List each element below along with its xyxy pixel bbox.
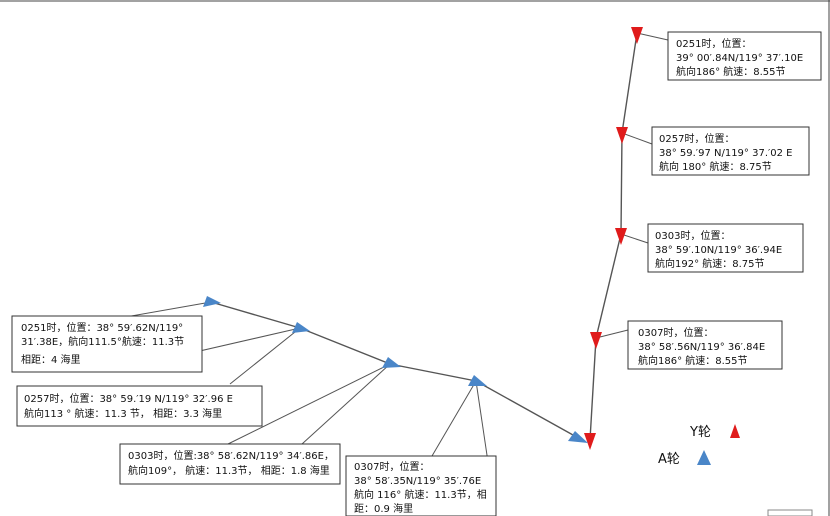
leader-y-0251 bbox=[636, 32, 669, 41]
callout-a-0251: 0251时，位置：38° 59′.62N/119° 31′.38E，航向111.… bbox=[11, 315, 203, 373]
leader-a-0257b bbox=[229, 327, 301, 385]
callout-y-0307-line3: 航向186° 航速：8.55节 bbox=[638, 354, 748, 367]
callout-y-0303-line2: 38° 59′.10N/119° 36′.94E bbox=[655, 245, 782, 256]
legend-y-label: Y轮 bbox=[689, 425, 711, 440]
ship-a-marker-0303 bbox=[382, 357, 401, 368]
callout-a-0303-line1: 0303时，位置:38° 58′.62N/119° 34′.86E， bbox=[128, 449, 334, 462]
ship-y-marker-0303 bbox=[615, 228, 627, 245]
callout-a-0251-line3: 相距：4 海里 bbox=[21, 353, 81, 366]
ship-a-marker-0251 bbox=[203, 296, 221, 307]
callout-y-0257-line1: 0257时，位置： bbox=[659, 132, 734, 145]
callout-y-0251-line1: 0251时，位置： bbox=[676, 37, 751, 50]
ship-a-marker-0307 bbox=[468, 375, 487, 386]
callout-y-0251-line2: 39° 00′.84N/119° 37′.10E bbox=[676, 53, 803, 64]
leader-a-0303b bbox=[301, 363, 391, 445]
callout-y-0307-line2: 38° 58′.56N/119° 36′.84E bbox=[638, 342, 765, 353]
callout-a-0257-line1: 0257时，位置：38° 59.′19 N/119° 32′.96 E bbox=[24, 392, 233, 405]
callout-a-0307-line3: 航向 116° 航速：11.3节，相 bbox=[354, 488, 487, 501]
callout-y-0303-line3: 航向192° 航速：8.75节 bbox=[655, 257, 765, 270]
leader-a-0303 bbox=[227, 363, 391, 445]
callout-a-0257: 0257时，位置：38° 59.′19 N/119° 32′.96 E 航向11… bbox=[16, 385, 263, 427]
ship-y-marker-final bbox=[584, 433, 596, 450]
callout-a-0307: 0307时，位置： 38° 58′.35N/119° 35′.76E 航向 11… bbox=[345, 455, 497, 516]
legend-a-icon bbox=[697, 450, 711, 465]
ship-a-marker-0257 bbox=[292, 322, 310, 333]
ship-y-marker-0307 bbox=[590, 332, 602, 349]
ship-y-marker-0251 bbox=[631, 27, 643, 44]
callout-y-0257-line3: 航向 180° 航速：8.75节 bbox=[659, 160, 772, 173]
callout-y-0257: 0257时，位置： 38° 59.′97 N/119° 37.′02 E 航向 … bbox=[651, 126, 810, 176]
callout-a-0307-line1: 0307时，位置： bbox=[354, 460, 429, 473]
callout-y-0307: 0307时，位置： 38° 58′.56N/119° 36′.84E 航向186… bbox=[627, 320, 783, 370]
leader-a-0307 bbox=[431, 380, 477, 457]
legend-y-icon bbox=[730, 424, 740, 438]
callout-a-0251-line2: 31′.38E，航向111.5°航速：11.3节 bbox=[21, 335, 184, 348]
callout-y-0303-line1: 0303时，位置： bbox=[655, 229, 730, 242]
callout-a-0257-line2: 航向113 ° 航速：11.3 节， 相距：3.3 海里 bbox=[24, 407, 222, 420]
callout-a-0307-line2: 38° 58′.35N/119° 35′.76E bbox=[354, 476, 481, 487]
callout-y-0251-line3: 航向186° 航速：8.55节 bbox=[676, 65, 786, 78]
callout-a-0251-line1: 0251时，位置：38° 59′.62N/119° bbox=[21, 321, 183, 334]
callout-a-0307-line4: 距：0.9 海里 bbox=[354, 502, 413, 515]
callout-a-0303: 0303时，位置:38° 58′.62N/119° 34′.86E， 航向109… bbox=[119, 443, 341, 485]
legend: Y轮 A轮 bbox=[658, 424, 740, 467]
legend-a-label: A轮 bbox=[658, 452, 680, 467]
callout-y-0257-line2: 38° 59.′97 N/119° 37.′02 E bbox=[659, 148, 793, 159]
leader-a-0251 bbox=[119, 301, 212, 319]
callout-a-0303-line2: 航向109°， 航速：11.3节， 相距：1.8 海里 bbox=[128, 464, 330, 477]
ship-y-marker-0257 bbox=[616, 127, 628, 144]
leader-y-0307 bbox=[595, 329, 629, 339]
frame-corner-mark bbox=[767, 509, 813, 516]
callout-y-0303: 0303时，位置： 38° 59′.10N/119° 36′.94E 航向192… bbox=[647, 223, 804, 273]
callout-y-0251: 0251时，位置： 39° 00′.84N/119° 37′.10E 航向186… bbox=[667, 31, 822, 81]
callout-y-0307-line1: 0307时，位置： bbox=[638, 326, 713, 339]
ship-a-marker-final bbox=[568, 431, 588, 443]
ship-a-track-line bbox=[210, 301, 583, 441]
leader-y-0303 bbox=[620, 233, 649, 244]
leader-y-0257 bbox=[621, 132, 653, 145]
